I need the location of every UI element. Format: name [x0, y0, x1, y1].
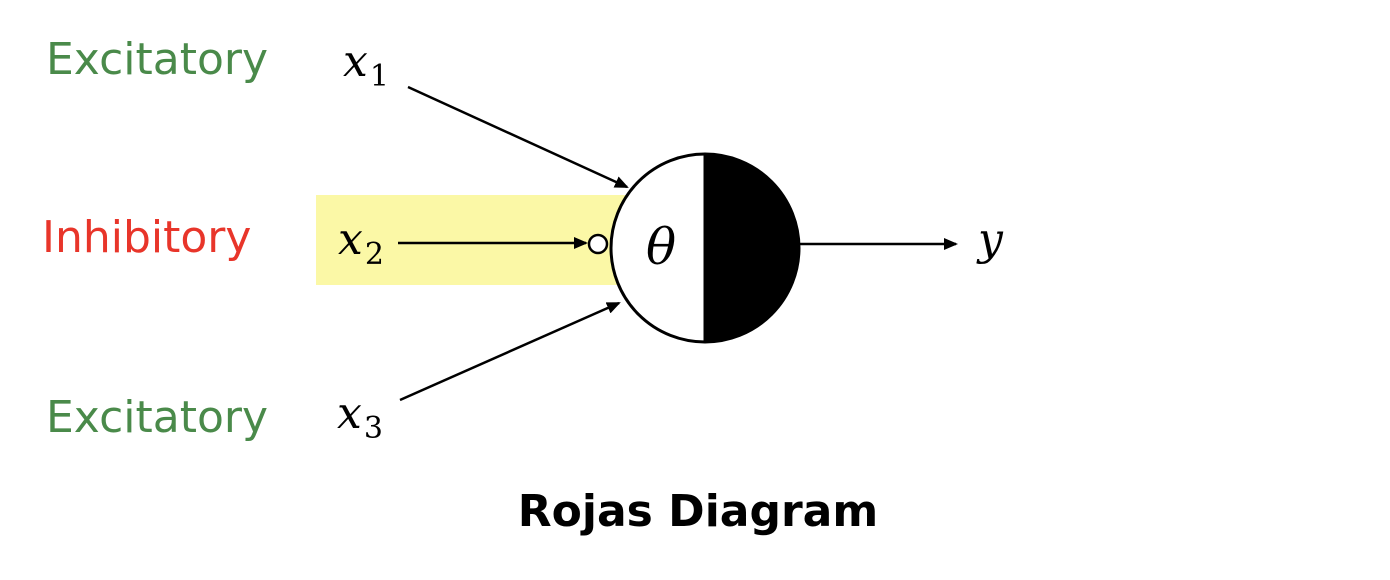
input-x3-base: x — [337, 388, 362, 439]
diagram-title: Rojas Diagram — [517, 486, 879, 537]
x3-arrow — [399, 301, 621, 402]
input-x3-subscript: 3 — [363, 411, 383, 446]
excitatory-label-bottom: Excitatory — [46, 392, 268, 443]
output-y: y — [978, 214, 1003, 265]
input-x2: x2 — [338, 218, 384, 270]
threshold-symbol: θ — [646, 218, 677, 276]
input-x1: x1 — [343, 40, 389, 92]
x1-arrow — [407, 85, 629, 189]
inhibitory-label: Inhibitory — [42, 212, 252, 263]
input-x3: x3 — [337, 392, 383, 444]
neuron-body — [609, 152, 801, 344]
input-x2-base: x — [338, 214, 363, 265]
inhibitory-marker — [587, 233, 609, 255]
excitatory-label-top: Excitatory — [46, 34, 268, 85]
input-x1-subscript: 1 — [369, 59, 389, 94]
input-x1-base: x — [343, 36, 368, 87]
input-x2-subscript: 2 — [364, 237, 384, 272]
